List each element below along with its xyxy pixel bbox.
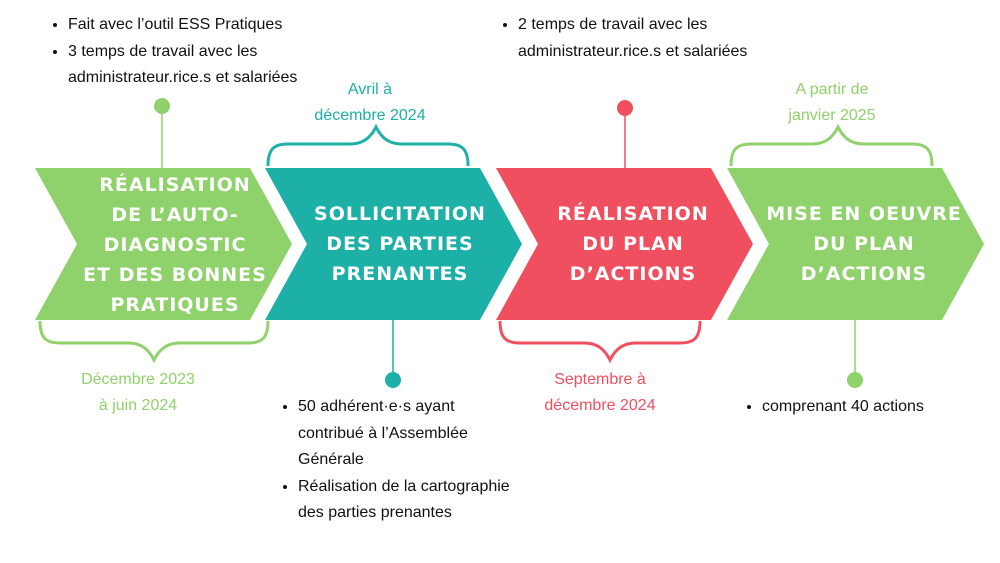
step-3-bullet-1: 2 temps de travail avec les administrate… — [518, 12, 758, 65]
connector-dot-3 — [617, 100, 633, 116]
brace-bottom-1 — [38, 320, 270, 364]
step-4-bullet-1: comprenant 40 actions — [762, 394, 1000, 421]
step-1-bullet-2: 3 temps de travail avec les administrate… — [68, 39, 308, 92]
brace-bottom-3 — [498, 320, 702, 364]
step-3-date: Septembre à décembre 2024 — [544, 371, 656, 414]
step-2-bullet-1: 50 adhérent·e·s ayant contribué à l’Asse… — [298, 394, 518, 474]
chevron-step-1 — [35, 168, 292, 320]
step-2-date: Avril à décembre 2024 — [314, 81, 426, 124]
step-4-title: MISE EN OEUVRE DU PLAN D’ACTIONS — [766, 203, 962, 285]
step-4-date: A partir de janvier 2025 — [788, 81, 876, 124]
chevron-step-4 — [727, 168, 984, 320]
step-1-date: Décembre 2023 à juin 2024 — [81, 371, 195, 414]
step-3-bullets: 2 temps de travail avec les administrate… — [494, 12, 758, 65]
step-2-title: SOLLICITATION DES PARTIES PRENANTES — [314, 203, 486, 285]
step-4-bullets: comprenant 40 actions — [738, 394, 1000, 421]
step-1-bullet-1: Fait avec l’outil ESS Pratiques — [68, 12, 308, 39]
brace-top-2 — [266, 123, 470, 167]
step-1-bullets: Fait avec l’outil ESS Pratiques 3 temps … — [44, 12, 308, 92]
brace-top-4 — [729, 123, 934, 167]
chevron-step-2 — [265, 168, 522, 320]
step-2-bullets: 50 adhérent·e·s ayant contribué à l’Asse… — [274, 394, 518, 527]
connector-dot-1 — [154, 98, 170, 114]
connector-dot-2 — [385, 372, 401, 388]
step-2-bullet-2: Réalisation de la cartographie des parti… — [298, 474, 518, 527]
chevron-step-3 — [496, 168, 753, 320]
connector-dot-4 — [847, 372, 863, 388]
step-1-title: RÉALISATION DE L’AUTO- DIAGNOSTIC ET DES… — [83, 174, 267, 316]
step-3-title: RÉALISATION DU PLAN D’ACTIONS — [557, 203, 709, 285]
